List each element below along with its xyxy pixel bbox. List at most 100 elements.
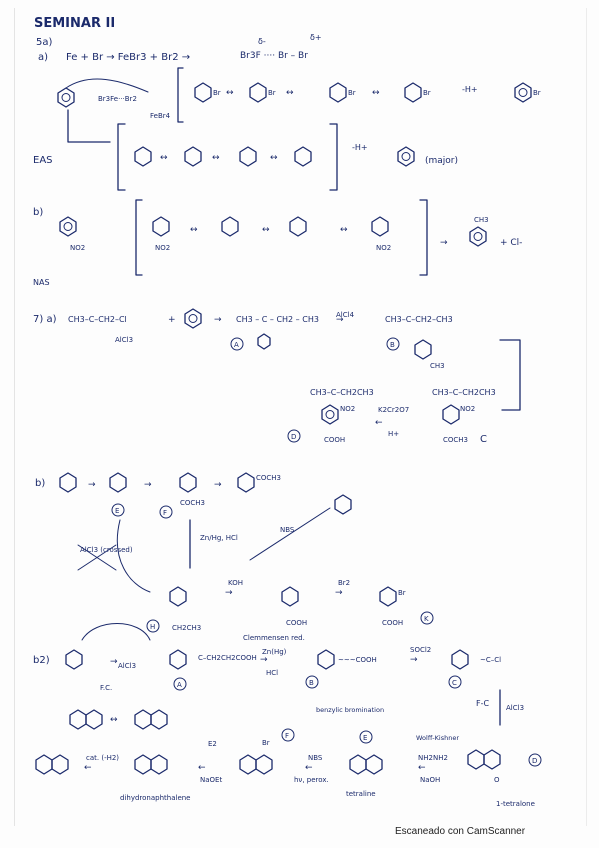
tetraline-label: tetraline (346, 790, 376, 798)
svg-text:↔: ↔ (110, 715, 118, 725)
svg-text:COOH: COOH (382, 619, 403, 627)
ortho-complex-4 (294, 146, 312, 167)
ortho-complex-2 (184, 146, 202, 167)
nas-label: NAS (33, 278, 50, 287)
ring-b-b3: ~~~COOH B (305, 649, 377, 689)
svg-text:→: → (225, 588, 233, 598)
naoet-label: NaOEt (200, 776, 222, 784)
naphthalene-2 (134, 709, 168, 730)
svg-text:↔: ↔ (226, 88, 234, 98)
svg-text:Br: Br (423, 89, 431, 97)
nas-product: CH3 (469, 216, 489, 247)
svg-text:C: C (480, 434, 487, 445)
sigma-complex-3: Br (329, 82, 356, 103)
svg-text:←: ← (198, 763, 206, 773)
svg-text:B: B (309, 679, 314, 687)
svg-text:CH3–C–CH2–CH3: CH3–C–CH2–CH3 (385, 315, 453, 324)
delta-plus: δ+ (310, 33, 322, 42)
svg-text:↔: ↔ (262, 225, 270, 235)
svg-text:A: A (177, 681, 182, 689)
svg-text:~~~COOH: ~~~COOH (338, 656, 377, 664)
clemmensen-label: Clemmensen red. (243, 634, 305, 642)
zn-hg-label: Zn/Hg, HCl (200, 534, 238, 542)
nitro-chlorobenzene: NO2 (59, 216, 85, 252)
section-b3-label: b2) (33, 655, 50, 666)
mark-d-b3 (528, 753, 542, 767)
scanner-watermark: Escaneado con CamScanner (395, 826, 526, 837)
fc2-label: F-C (476, 699, 489, 708)
meisenheimer-4: NO2 (371, 216, 391, 252)
anhydride-arrow (81, 623, 151, 641)
nbs-b3: NBS (308, 754, 323, 762)
nbs-label: NBS (280, 526, 295, 534)
svg-text:CH3–C–CH2CH3: CH3–C–CH2CH3 (432, 388, 496, 397)
svg-text:+: + (168, 315, 176, 325)
svg-text:NO2: NO2 (155, 244, 170, 252)
svg-text:Br: Br (268, 89, 276, 97)
svg-text:↔: ↔ (340, 225, 348, 235)
chloride-byproduct: + Cl- (500, 238, 522, 248)
dihydronaphthalene (134, 754, 168, 775)
svg-text:E: E (115, 507, 119, 515)
section-7a-label: 7) a) (33, 314, 57, 325)
mark-d-circle (287, 429, 301, 443)
bracket-left (177, 67, 184, 123)
svg-text:Br: Br (262, 739, 270, 747)
svg-text:→: → (440, 238, 448, 248)
dehydro-label: dihydronaphthalene (120, 794, 191, 802)
svg-text:O: O (494, 776, 500, 784)
svg-text:K: K (424, 615, 429, 623)
svg-text:→: → (336, 315, 344, 325)
delta-minus: δ- (258, 37, 266, 46)
arrow-to-bromide (249, 507, 331, 561)
e2-label: E2 (208, 740, 217, 748)
svg-text:→: → (260, 655, 268, 665)
curved-arrow (65, 78, 149, 93)
svg-text:↔: ↔ (286, 88, 294, 98)
svg-text:Br: Br (533, 89, 541, 97)
svg-text:-H+: -H+ (352, 143, 368, 152)
svg-text:CH2CH3: CH2CH3 (172, 624, 201, 632)
meisenheimer-2 (221, 216, 239, 237)
fc-label: F.C. (100, 684, 112, 692)
wolff-label: Wolff-Kishner (416, 734, 459, 742)
svg-text:Br: Br (348, 89, 356, 97)
section-5a-label: 5a) (36, 37, 52, 48)
svg-text:A: A (234, 341, 239, 349)
svg-text:E: E (363, 734, 367, 742)
ortho-complex-1 (134, 146, 152, 167)
svg-text:CH3–C–CH2CH3: CH3–C–CH2CH3 (310, 388, 374, 397)
svg-text:Br: Br (398, 589, 406, 597)
koh-label: KOH (228, 579, 243, 587)
svg-text:AlCl4: AlCl4 (336, 311, 355, 319)
sub-a-label: a) (38, 52, 48, 63)
svg-text:←: ← (84, 763, 92, 773)
svg-text:CH3: CH3 (474, 216, 489, 224)
scan-border (14, 8, 587, 826)
svg-text:C: C (452, 679, 457, 687)
para-product (397, 146, 415, 167)
meisenheimer-1: NO2 (152, 216, 170, 252)
svg-text:↔: ↔ (372, 88, 380, 98)
ring-bromoethyl (334, 494, 352, 515)
eas-label: EAS (33, 155, 53, 166)
hv-label: hν, perox. (294, 776, 329, 784)
meisenheimer-3 (289, 216, 307, 237)
oxidant-label: K2Cr2O7 (378, 406, 409, 414)
svg-text:F: F (163, 509, 167, 517)
naoh-label: NaOH (420, 776, 440, 784)
arrow-down-right (499, 339, 521, 411)
bracket-eas-right (329, 123, 338, 191)
bromotetralin: Br (239, 739, 273, 775)
svg-text:→: → (214, 315, 222, 325)
naphthalene-1 (69, 709, 103, 730)
sigma-complex-4: Br (404, 82, 431, 103)
major-label: (major) (425, 156, 458, 166)
svg-text:→: → (88, 480, 96, 490)
benzene-ring-1 (57, 87, 75, 108)
alcl3-label: AlCl3 (115, 336, 133, 344)
cross-out (77, 544, 117, 571)
